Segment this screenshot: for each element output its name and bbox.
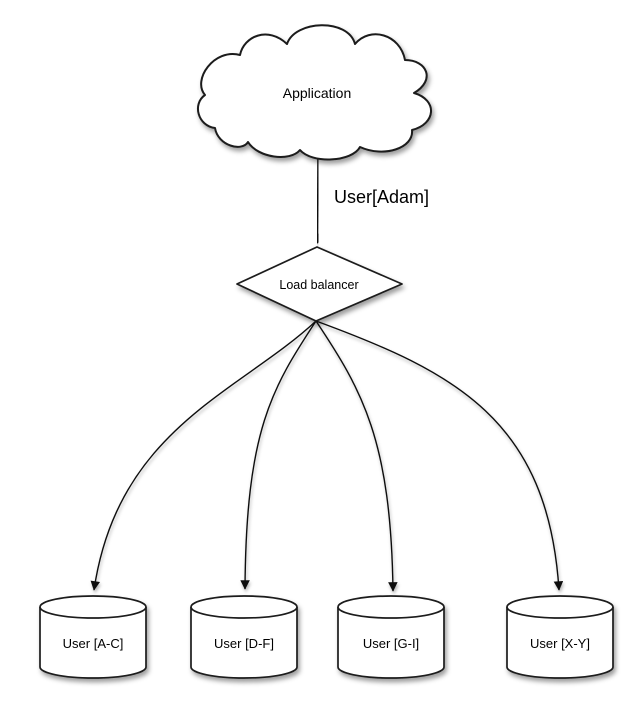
application-label: Application [283, 85, 352, 101]
shard-edges [90, 320, 564, 592]
load-balancer-node: Load balancer [236, 246, 403, 322]
database-cylinder-icon [337, 595, 445, 679]
edge-to-shard-d-f [240, 320, 317, 590]
request-edge-line [312, 150, 323, 244]
cylinder-body [337, 607, 445, 679]
shard-node-g-i: User [G-I] [337, 595, 445, 679]
cylinder-body [39, 607, 147, 679]
request-edge-label: User[Adam] [334, 187, 429, 207]
shard-node-x-y: User [X-Y] [506, 595, 614, 679]
shard-label-g-i: User [G-I] [363, 636, 419, 651]
cylinder-top [337, 595, 445, 619]
cylinder-top [39, 595, 147, 619]
request-edge: User[Adam] [312, 150, 429, 244]
shard-label-a-c: User [A-C] [63, 636, 124, 651]
load-balancer-diamond-shape [236, 246, 403, 322]
cylinder-body [506, 607, 614, 679]
edge-to-shard-g-i [315, 320, 398, 592]
shard-node-a-c: User [A-C] [39, 595, 147, 679]
application-cloud-shape [196, 24, 432, 161]
edge-to-shard-a-c [90, 320, 317, 591]
database-cylinder-icon [506, 595, 614, 679]
shard-label-x-y: User [X-Y] [530, 636, 590, 651]
edge-to-shard-x-y [315, 320, 564, 591]
cylinder-top [506, 595, 614, 619]
shard-node-d-f: User [D-F] [190, 595, 298, 679]
database-cylinder-icon [39, 595, 147, 679]
database-cylinder-icon [190, 595, 298, 679]
load-balancer-label: Load balancer [279, 278, 358, 292]
cylinder-body [190, 607, 298, 679]
application-node: Application [196, 24, 432, 161]
shard-label-d-f: User [D-F] [214, 636, 274, 651]
cylinder-top [190, 595, 298, 619]
